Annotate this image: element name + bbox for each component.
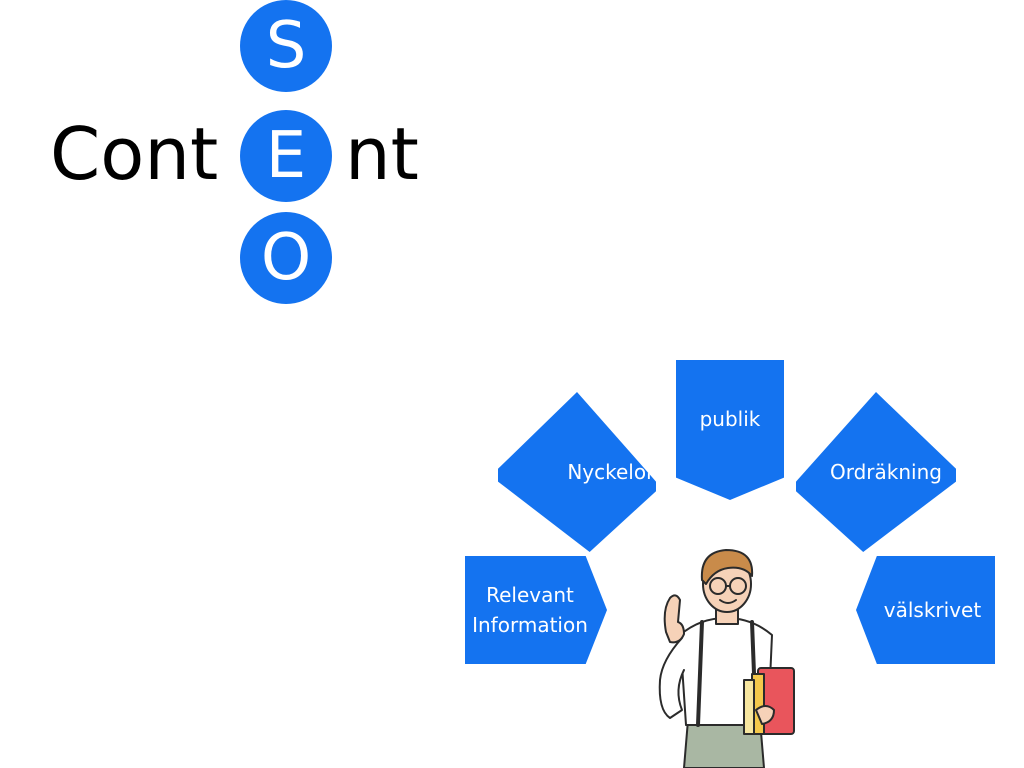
nyckelord-shape: Nyckelord xyxy=(498,392,656,552)
ordrakning-shape: Ordräkning xyxy=(796,392,956,552)
relevant-line-1: Relevant xyxy=(486,583,574,607)
relevant-information-shape: Relevant Information xyxy=(465,556,607,664)
nyckelord-label: Nyckelord xyxy=(567,460,667,484)
letter-e-circle: E xyxy=(240,110,332,202)
publik-shape: publik xyxy=(676,360,784,500)
title-word-left: Cont xyxy=(50,112,219,196)
letter-o-circle: O xyxy=(240,212,332,304)
letter-s-circle: S xyxy=(240,0,332,92)
ordrakning-label: Ordräkning xyxy=(830,460,942,484)
title-word-right: nt xyxy=(345,112,419,196)
relevant-information-label: Relevant Information xyxy=(472,580,588,640)
relevant-line-2: Information xyxy=(472,613,588,637)
publik-label: publik xyxy=(699,407,761,431)
valskrivet-shape: välskrivet xyxy=(856,556,995,664)
valskrivet-label: välskrivet xyxy=(883,598,982,622)
presenter-person-icon xyxy=(658,549,795,768)
